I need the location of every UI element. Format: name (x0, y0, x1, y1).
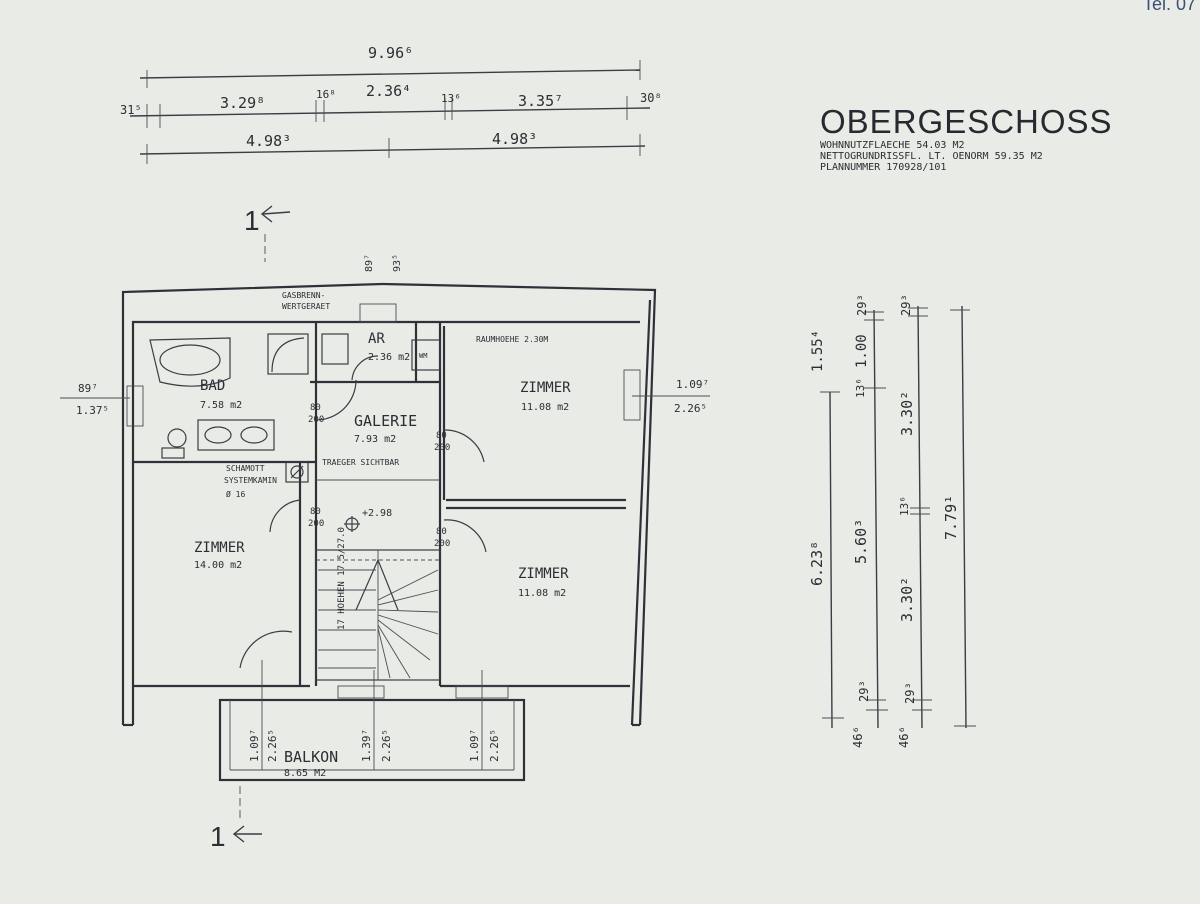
room-labels: BAD 7.58 m2 AR 2.36 m2 GALERIE 7.93 m2 Z… (194, 331, 571, 779)
dim-13a: 13⁶ (854, 378, 867, 398)
room-balkon-area: 8.65 M2 (284, 768, 326, 779)
top-dimension-chains: 9.96⁶ 31⁵ 3.29⁸ 16⁸ 2.36⁴ 13⁶ 3.35⁷ 30⁸ … (120, 44, 662, 164)
dim-155: 1.55⁴ (810, 330, 826, 372)
dim-29b: 29³ (857, 680, 871, 702)
page-title: OBERGESCHOSS (820, 103, 1113, 140)
dim-right-win-top: 1.09⁷ (676, 378, 709, 391)
dim-779: 7.79¹ (942, 495, 960, 540)
bathroom-fixtures (149, 333, 309, 459)
dim-right-win-bot: 2.26⁵ (674, 402, 707, 415)
label-level: +2.98 (362, 508, 392, 519)
dim-329: 3.29⁸ (220, 94, 265, 112)
dim-236: 2.36⁴ (366, 82, 411, 100)
dim-560: 5.60³ (852, 519, 870, 564)
dim-door-200-d: 200 (434, 539, 450, 549)
dim-bal-2: 2.26⁵ (266, 729, 279, 762)
dim-16: 16⁸ (316, 88, 336, 101)
plannummer-text: PLANNUMMER 170928/101 (820, 162, 947, 173)
exterior-walls (121, 282, 657, 727)
dim-330a: 3.30² (898, 391, 916, 436)
dim-bal-4: 2.26⁵ (380, 729, 393, 762)
svg-text:1: 1 (210, 821, 226, 852)
dim-door-200-a: 200 (308, 415, 324, 425)
dim-46b: 46⁶ (897, 726, 911, 748)
dim-door-80-c: 80 (310, 507, 321, 517)
dim-335: 3.35⁷ (518, 92, 563, 110)
plan-dimension-labels: 89⁷ 1.37⁵ 1.09⁷ 2.26⁵ 89⁷ 93⁵ 80 200 80 … (60, 254, 710, 770)
room-zimmer-se-area: 11.08 m2 (518, 588, 566, 599)
label-traeger: TRAEGER SICHTBAR (322, 458, 399, 467)
room-zimmer-nw-name: ZIMMER (520, 380, 571, 396)
dim-door-80-b: 80 (436, 431, 447, 441)
side-dimension-chains: 1.55⁴ 6.23⁸ 46⁶ 29³ 1.00 13⁶ 5.60³ 29³ 2… (808, 294, 976, 748)
label-systemkamin: SYSTEMKAMIN (224, 476, 277, 485)
room-ar-area: 2.36 m2 (368, 352, 410, 363)
room-ar-name: AR (368, 331, 385, 347)
label-dia16: Ø 16 (226, 489, 245, 499)
chimney (285, 461, 309, 483)
label-stair: 17 HOEHEN 17.5/27.0 (337, 527, 347, 630)
dim-left-half: 4.98³ (246, 132, 291, 150)
dim-ar-89: 89⁷ (364, 254, 375, 272)
room-zimmer-se-name: ZIMMER (518, 566, 569, 582)
dim-bal-3: 1.39⁷ (360, 729, 373, 762)
room-galerie-name: GALERIE (354, 412, 417, 430)
dim-bal-6: 2.26⁵ (488, 729, 501, 762)
telephone-text: Tel. 07 (1142, 0, 1196, 14)
dim-bal-1: 1.09⁷ (248, 729, 261, 762)
dim-door-80-d: 80 (436, 527, 447, 537)
label-gasbrenn: GASBRENN- (282, 291, 325, 300)
dim-100: 1.00 (854, 334, 870, 368)
balcony (218, 698, 526, 782)
doors (239, 355, 487, 669)
plan-header: OBERGESCHOSS WOHNNUTZFLAECHE 54.03 M2 NE… (820, 103, 1180, 174)
wohnnutzflaeche-text: WOHNNUTZFLAECHE 54.03 M2 (820, 140, 965, 151)
dim-29a: 29³ (855, 294, 869, 316)
dim-overall: 9.96⁶ (368, 44, 413, 62)
svg-text:1: 1 (244, 205, 260, 236)
room-bad-name: BAD (200, 378, 225, 394)
section-mark-bottom: 1 (210, 786, 262, 852)
dim-46a: 46⁶ (851, 726, 865, 748)
dim-29d: 29³ (903, 682, 917, 704)
dim-623: 6.23⁸ (808, 541, 826, 586)
label-raumhoehe: RAUMHOEHE 2.30M (476, 335, 548, 344)
room-zimmer-w-name: ZIMMER (194, 540, 245, 556)
dim-right-half: 4.98³ (492, 130, 537, 148)
plan-annotations: GASBRENN- WERTGERAET RAUMHOEHE 2.30M SCH… (224, 291, 548, 630)
dim-29c: 29³ (899, 294, 913, 316)
dim-31: 31⁵ (120, 103, 142, 117)
dim-13: 13⁶ (441, 92, 461, 105)
interior-walls (133, 322, 626, 686)
nettogrundriss-text: NETTOGRUNDRISSFL. LT. OENORM 59.35 M2 (820, 151, 1043, 162)
dim-bal-5: 1.09⁷ (468, 729, 481, 762)
dim-door-80-a: 80 (310, 403, 321, 413)
dim-door-200-c: 200 (308, 519, 324, 529)
dim-door-200-b: 200 (434, 443, 450, 453)
dim-ar-93: 93⁵ (392, 254, 403, 272)
dim-30: 30⁸ (640, 91, 662, 105)
room-zimmer-nw-area: 11.08 m2 (521, 402, 569, 413)
section-mark-top: 1 (244, 205, 291, 262)
wm-label: WM (419, 352, 427, 360)
dim-left-win-bot: 1.37⁵ (76, 404, 109, 417)
room-balkon-name: BALKON (284, 748, 338, 766)
dim-330b: 3.30² (898, 577, 916, 622)
room-zimmer-w-area: 14.00 m2 (194, 560, 242, 571)
ar-fixtures: WM (321, 303, 441, 371)
room-galerie-area: 7.93 m2 (354, 434, 396, 445)
level-marker (344, 516, 360, 532)
label-schamott: SCHAMOTT (226, 464, 265, 473)
dim-left-win-top: 89⁷ (78, 382, 98, 395)
label-wertgeraet: WERTGERAET (282, 302, 330, 311)
room-bad-area: 7.58 m2 (200, 400, 242, 411)
dim-13b: 13⁶ (898, 496, 911, 516)
